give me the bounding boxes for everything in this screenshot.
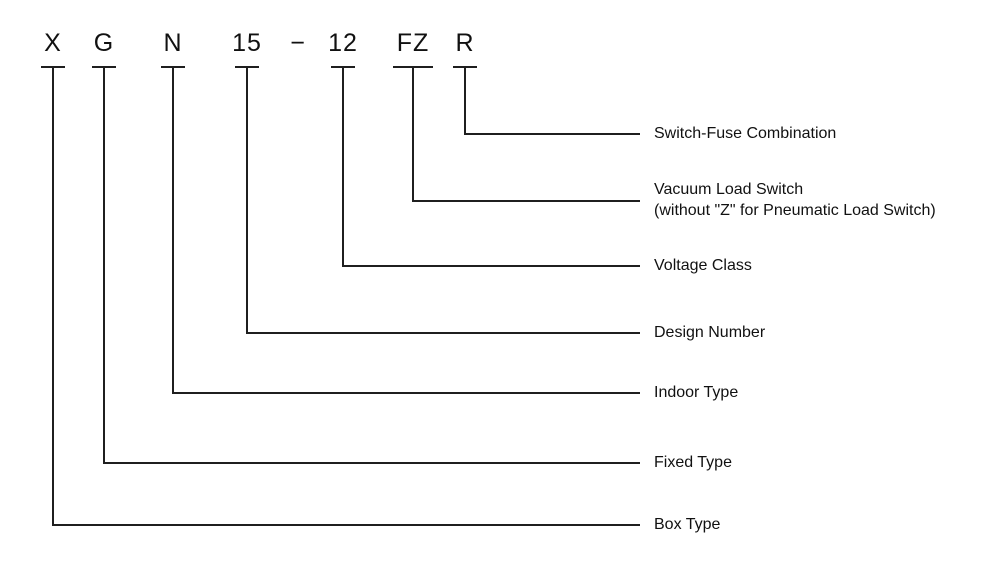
leader-hline-vacuum-switch xyxy=(412,200,640,202)
leader-hline-indoor-type xyxy=(172,392,640,394)
leader-vline-switch-fuse xyxy=(464,66,466,135)
leader-hline-box-type xyxy=(52,524,640,526)
code-char-vacuum-switch: FZ xyxy=(396,29,430,57)
code-char-indoor-type: N xyxy=(163,29,183,57)
label-voltage-class: Voltage Class xyxy=(654,257,752,274)
label-vacuum-load-switch: Vacuum Load Switch (without "Z" for Pneu… xyxy=(654,179,936,221)
label-switch-fuse-combination: Switch-Fuse Combination xyxy=(654,125,837,142)
label-vacuum-load-switch-line1: Vacuum Load Switch xyxy=(654,181,804,198)
label-fixed-type: Fixed Type xyxy=(654,454,732,471)
label-vacuum-load-switch-line2: (without "Z" for Pneumatic Load Switch) xyxy=(654,202,936,219)
code-char-voltage-class: 12 xyxy=(328,29,358,57)
label-design-number: Design Number xyxy=(654,324,766,341)
code-separator-dash: − xyxy=(290,29,306,57)
leader-hline-fixed-type xyxy=(103,462,640,464)
leader-vline-box-type xyxy=(52,66,54,526)
leader-vline-fixed-type xyxy=(103,66,105,464)
label-indoor-type: Indoor Type xyxy=(654,384,739,401)
code-char-switch-fuse: R xyxy=(455,29,475,57)
leader-vline-design-number xyxy=(246,66,248,334)
leader-hline-switch-fuse xyxy=(464,133,640,135)
leader-hline-design-number xyxy=(246,332,640,334)
label-box-type: Box Type xyxy=(654,516,721,533)
code-char-box-type: X xyxy=(44,29,62,57)
code-char-fixed-type: G xyxy=(93,29,115,57)
leader-hline-voltage-class xyxy=(342,265,640,267)
leader-vline-indoor-type xyxy=(172,66,174,394)
code-char-design-number: 15 xyxy=(232,29,262,57)
leader-vline-vacuum-switch xyxy=(412,66,414,202)
leader-vline-voltage-class xyxy=(342,66,344,267)
